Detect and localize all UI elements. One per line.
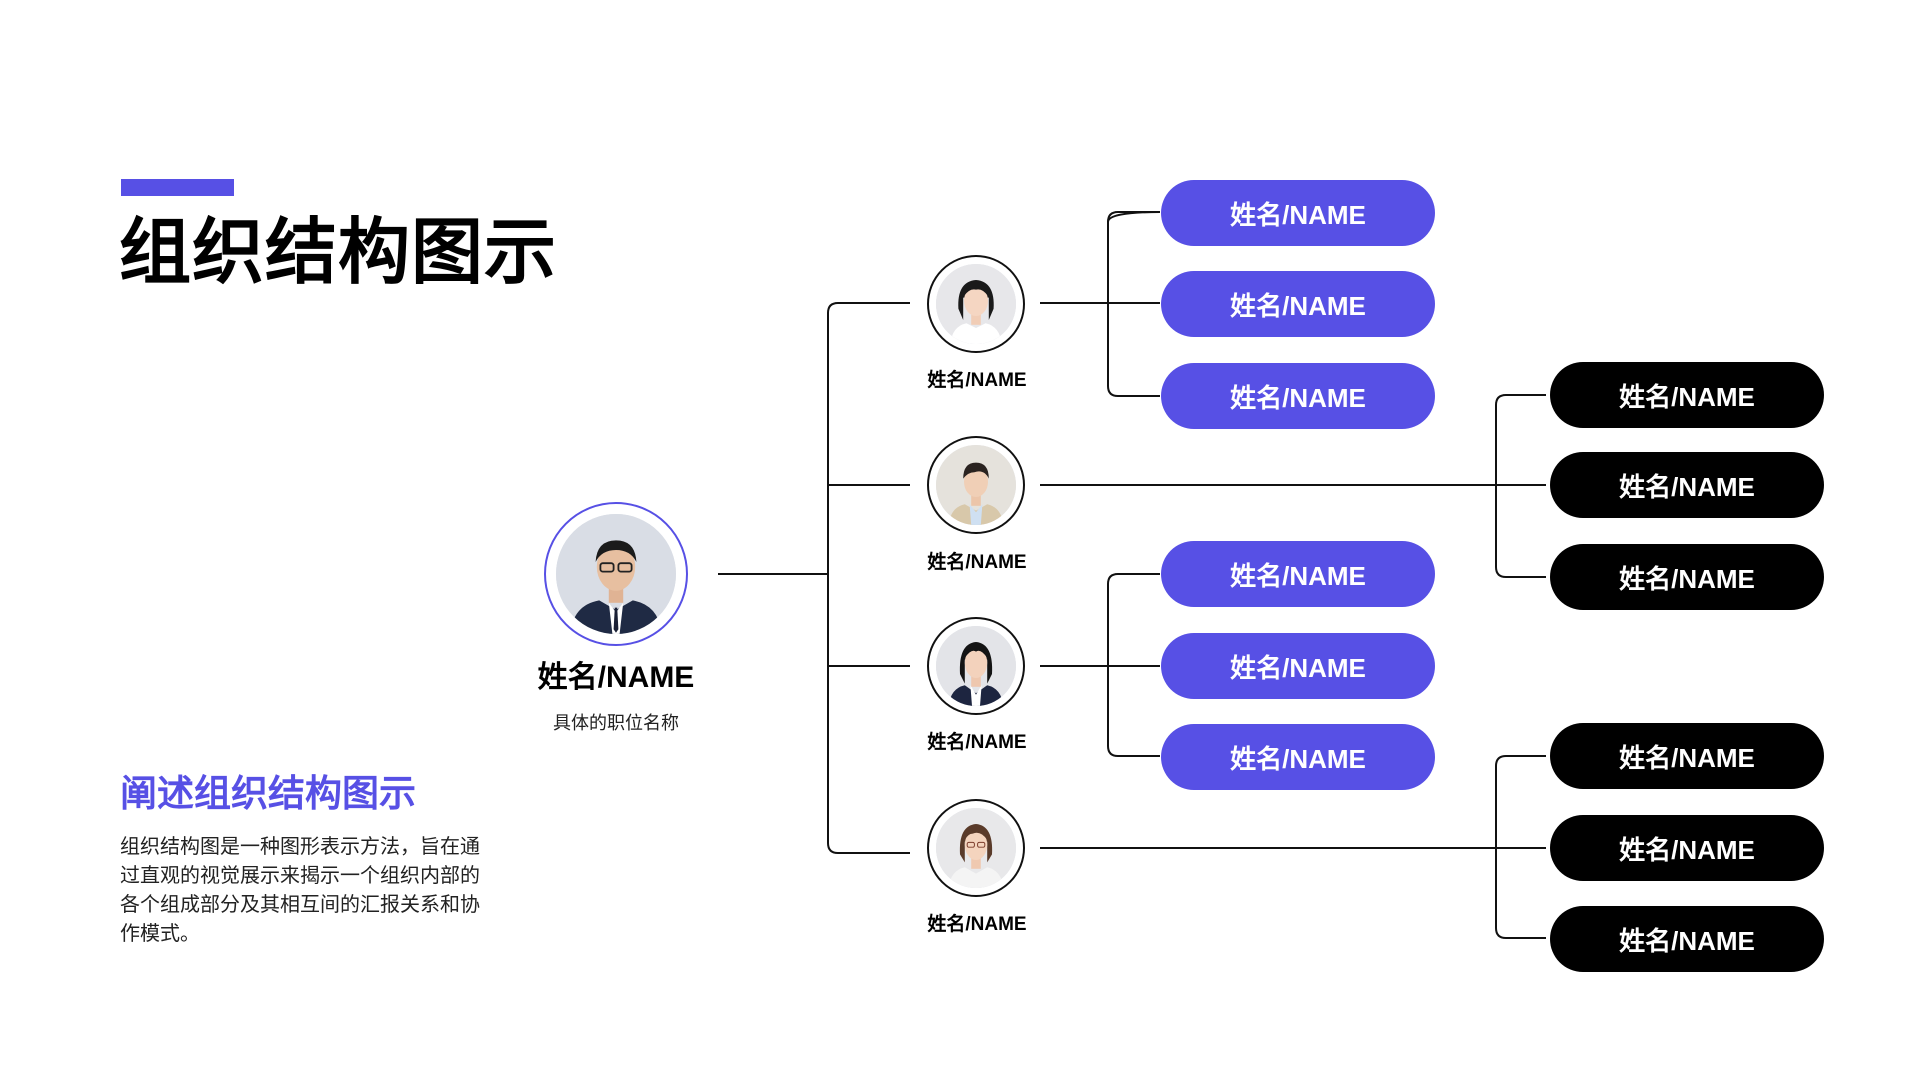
black-node: 姓名/NAME	[1550, 544, 1824, 610]
root-role: 具体的职位名称	[553, 713, 679, 733]
title-accent-bar	[121, 179, 234, 196]
black-node: 姓名/NAME	[1550, 723, 1824, 789]
black-node: 姓名/NAME	[1550, 362, 1824, 428]
male-portrait-icon	[936, 445, 1016, 525]
manager-3-name: 姓名/NAME	[927, 732, 1027, 753]
female-portrait-icon	[936, 264, 1016, 344]
purple-node: 姓名/NAME	[1161, 271, 1435, 337]
black-node: 姓名/NAME	[1550, 815, 1824, 881]
root-name: 姓名/NAME	[537, 661, 695, 694]
manager-4-avatar	[927, 799, 1025, 897]
female-portrait-icon	[936, 808, 1016, 888]
purple-node: 姓名/NAME	[1161, 363, 1435, 429]
purple-node: 姓名/NAME	[1161, 633, 1435, 699]
description-title: 阐述组织结构图示	[120, 773, 416, 814]
manager-2-name: 姓名/NAME	[927, 552, 1027, 573]
page-title: 组织结构图示	[119, 213, 558, 293]
manager-1-avatar	[927, 255, 1025, 353]
female-portrait-icon	[936, 626, 1016, 706]
root-avatar	[544, 502, 688, 646]
black-node: 姓名/NAME	[1550, 906, 1824, 972]
manager-2-avatar	[927, 436, 1025, 534]
manager-1-name: 姓名/NAME	[927, 370, 1027, 391]
description-text: 组织结构图是一种图形表示方法，旨在通过直观的视觉展示来揭示一个组织内部的各个组成…	[120, 836, 480, 945]
manager-4-name: 姓名/NAME	[927, 914, 1027, 935]
male-portrait-icon	[556, 514, 676, 634]
purple-node: 姓名/NAME	[1161, 541, 1435, 607]
manager-3-avatar	[927, 617, 1025, 715]
black-node: 姓名/NAME	[1550, 452, 1824, 518]
purple-node: 姓名/NAME	[1161, 180, 1435, 246]
purple-node: 姓名/NAME	[1161, 724, 1435, 790]
